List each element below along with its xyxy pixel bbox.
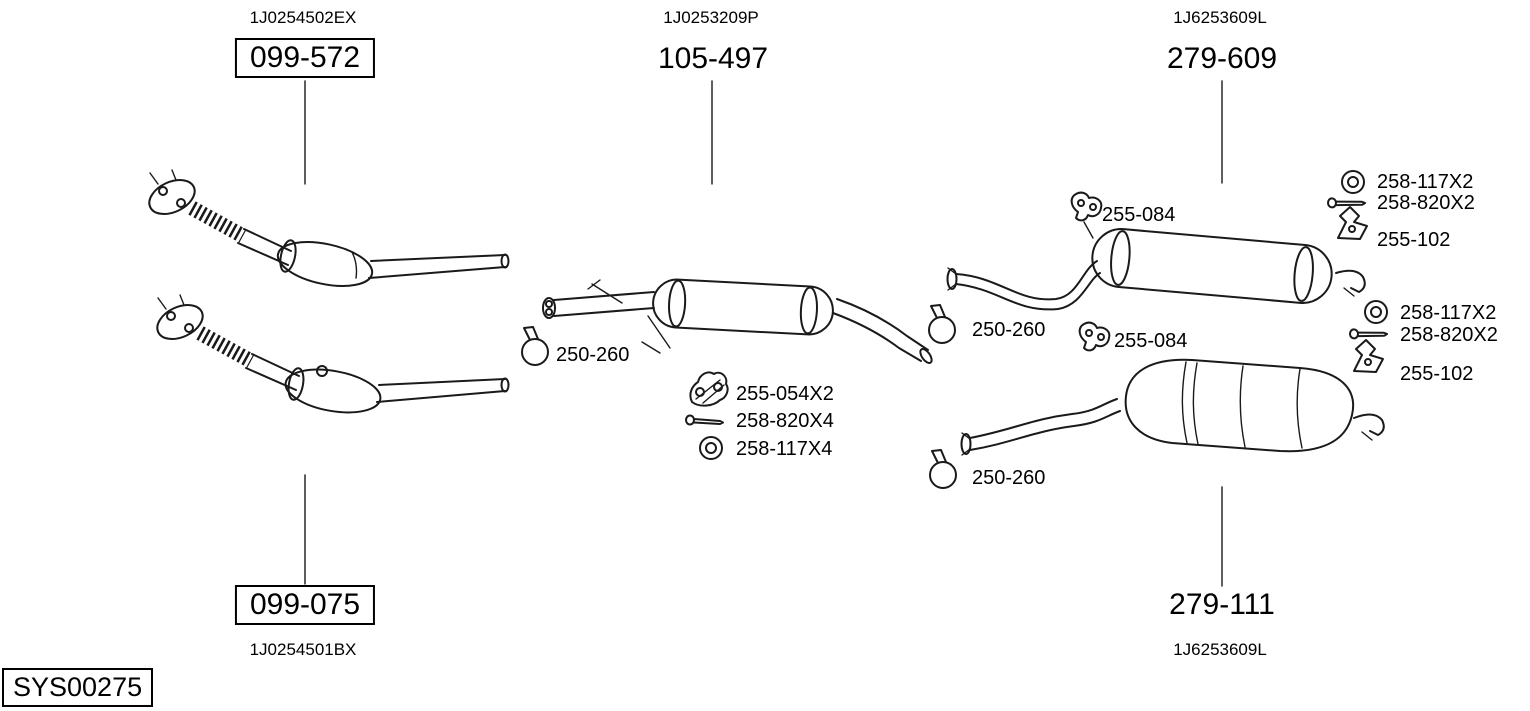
part-ref-hanger-rear-top[interactable]: 255-084 [1102,204,1176,226]
part-ref-bracket-rear-bottom[interactable]: 255-102 [1400,363,1474,385]
system-id-badge: SYS00275 [2,668,154,707]
rear-muffler-top-drawing [946,221,1366,311]
mount-bracket-icon [1353,339,1384,373]
gasket-ring-icon [699,436,723,460]
part-ref-clamp-center[interactable]: 250-260 [556,344,630,366]
part-ref-bracket-rear-top[interactable]: 255-102 [1377,229,1451,251]
part-ref-bolt-center[interactable]: 258-820X4 [736,410,834,432]
part-ref-clamp-rear-top[interactable]: 250-260 [972,319,1046,341]
oem-code-front-pipe-bottom: 1J0254501BX [249,640,357,659]
part-ref-gasket-center[interactable]: 255-054X2 [736,383,834,405]
part-ref-front-pipe-bottom[interactable]: 099-075 [234,585,376,625]
leader-lines [304,80,1223,587]
part-ref-bolt-rear-top[interactable]: 258-820X2 [1377,192,1475,214]
clamp-icon [929,449,957,489]
bolt-icon [1326,195,1367,209]
rear-muffler-bottom-drawing [960,358,1385,456]
bolt-icon [685,414,724,426]
part-ref-ring-center[interactable]: 258-117X4 [736,438,833,460]
oem-code-center-muffler: 1J0253209P [663,8,759,27]
oem-code-rear-muffler-bottom: 1J6253609L [1173,640,1267,659]
oem-code-front-pipe-top: 1J0254502EX [249,8,357,27]
bolt-icon [1348,326,1389,340]
part-ref-center-muffler[interactable]: 105-497 [657,42,769,75]
hardware-icons [521,170,1389,489]
clamp-icon [521,326,549,366]
part-ref-ring-rear-bottom[interactable]: 258-117X2 [1400,302,1497,324]
part-ref-bolt-rear-bottom[interactable]: 258-820X2 [1400,324,1498,346]
part-ref-clamp-rear-bottom[interactable]: 250-260 [972,467,1046,489]
clamp-icon [928,304,956,344]
part-ref-rear-muffler-top[interactable]: 279-609 [1166,42,1278,75]
mount-bracket-icon [1337,206,1368,240]
part-ref-front-pipe-top[interactable]: 099-572 [234,38,376,78]
hanger-icon [1070,191,1103,222]
gasket-ring-icon [1364,300,1388,324]
front-pipe-top-drawing [148,169,510,287]
part-ref-ring-rear-top[interactable]: 258-117X2 [1377,171,1474,193]
hanger-icon [1078,321,1111,352]
flange-gasket-icon [689,371,729,407]
front-pipe-bottom-drawing [156,294,510,414]
center-muffler-drawing [542,278,933,364]
oem-code-rear-muffler-top: 1J6253609L [1173,8,1267,27]
part-ref-hanger-rear-bottom[interactable]: 255-084 [1114,330,1188,352]
part-ref-rear-muffler-bottom[interactable]: 279-111 [1169,588,1275,621]
gasket-ring-icon [1341,170,1365,194]
